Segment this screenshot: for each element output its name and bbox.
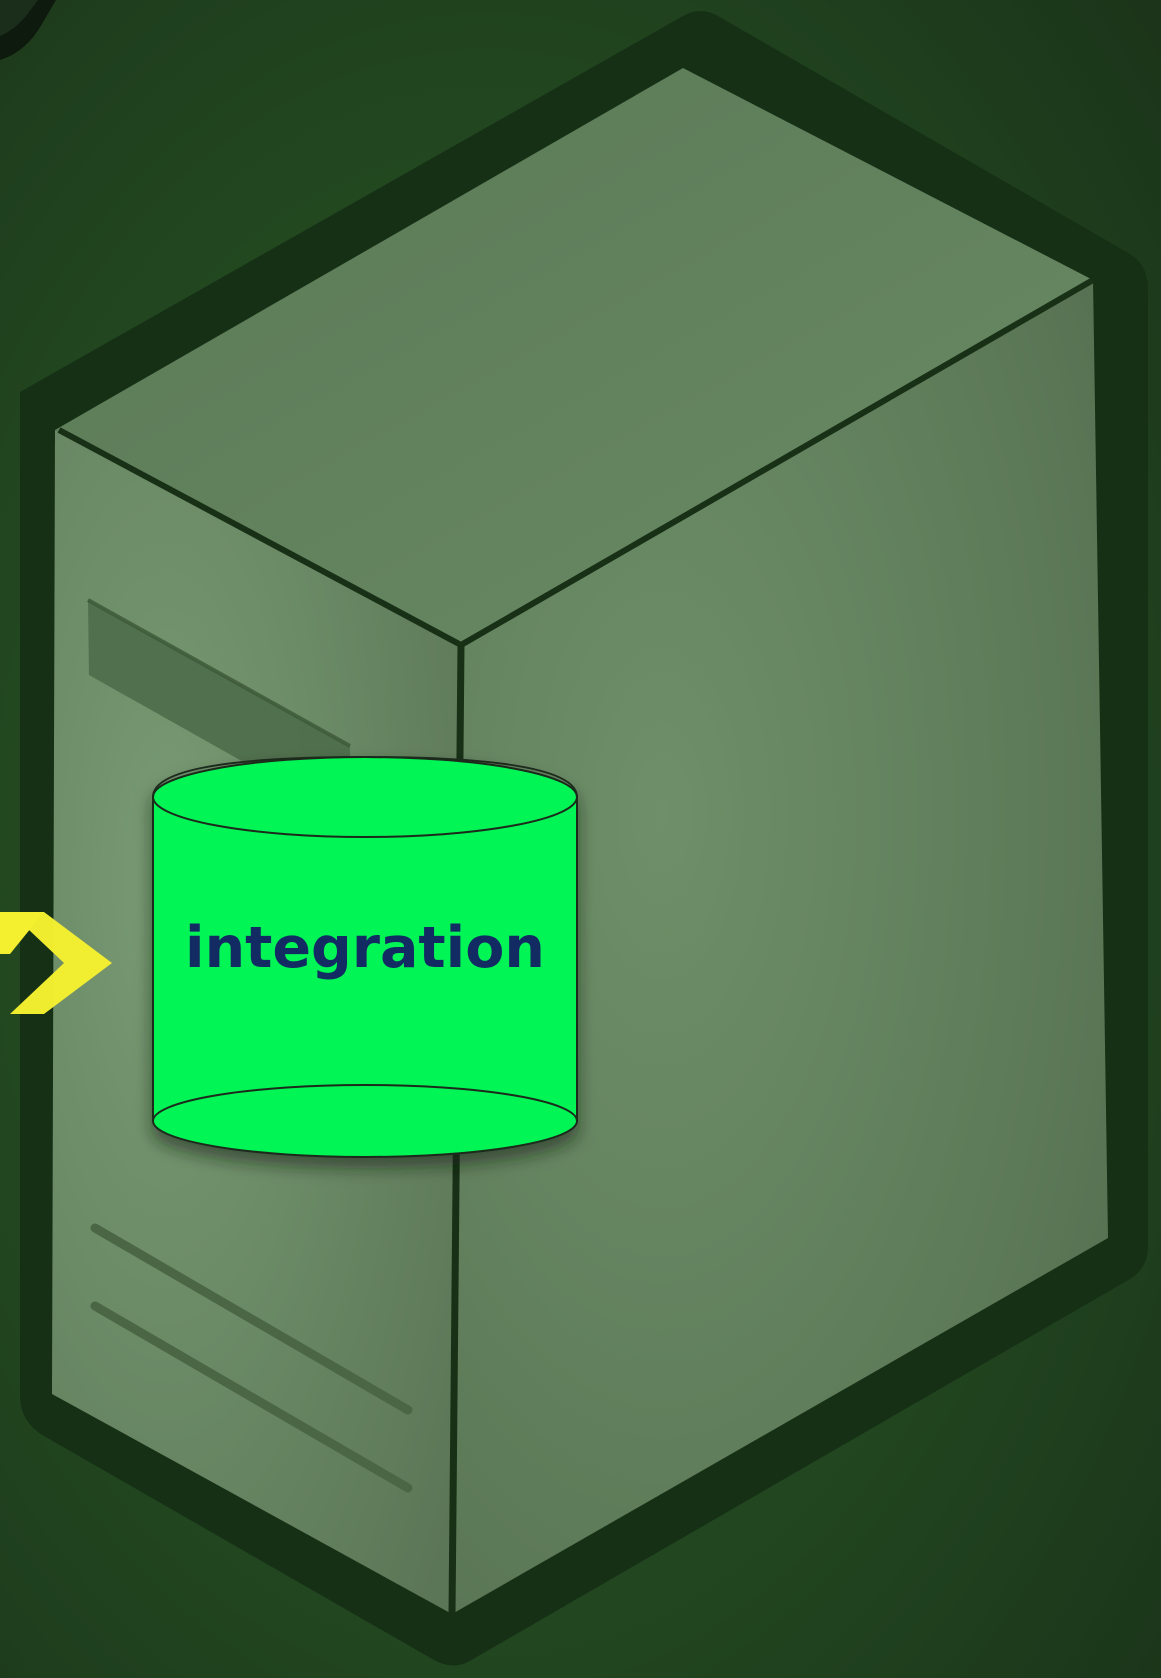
vent-line-bottom: [90, 1301, 413, 1493]
arrow-right-head: [0, 912, 112, 1014]
server-side-face: [452, 280, 1108, 1614]
vent-line-top: [90, 1223, 413, 1415]
database-label: integration: [185, 915, 545, 981]
partial-shape-top-left: [0, 0, 56, 60]
database-cylinder-icon: [152, 755, 578, 1158]
server-top-face: [55, 68, 1093, 645]
